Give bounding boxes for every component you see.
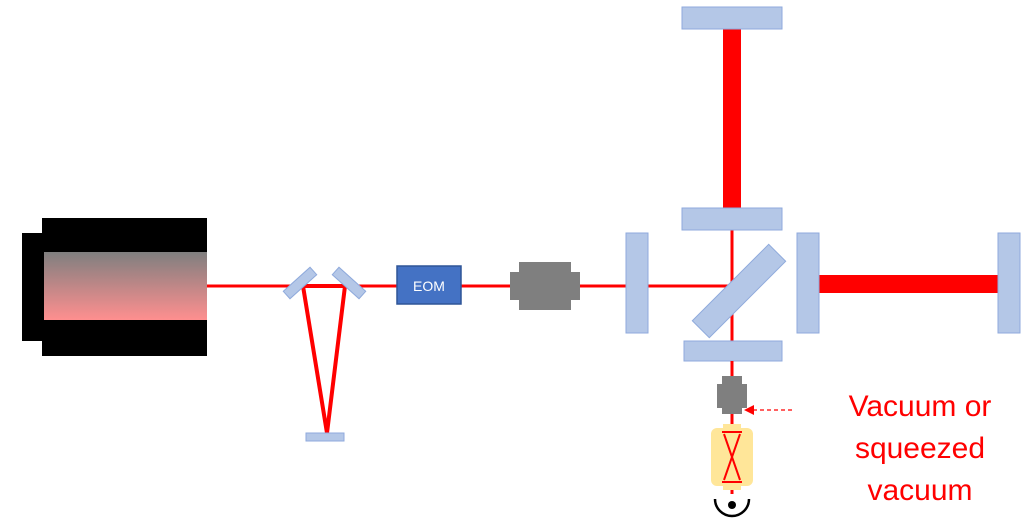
output-isolator [717,376,747,414]
mode-cleaner-mirror-left [282,266,318,300]
squeezed-vacuum-note: Vacuum or squeezed vacuum [849,390,992,507]
east-end-mirror [997,232,1021,334]
photodetector-icon [713,498,751,518]
injection-arrow [744,405,792,415]
eom-label: EOM [413,278,445,294]
east-arm-beam [818,275,1000,293]
input-isolator [510,262,580,310]
note-line-1: Vacuum or [849,390,992,423]
north-input-mirror [681,207,783,231]
laser-source [22,218,207,356]
east-input-mirror [796,232,820,334]
signal-recycling-mirror [683,340,783,362]
mode-cleaner-beam [301,284,347,435]
beam-splitter [691,243,787,339]
output-mode-cleaner [711,424,753,490]
north-arm-beam [723,24,741,210]
north-end-mirror [681,6,783,30]
mode-cleaner-mirror-right [331,266,367,300]
note-line-3: vacuum [867,474,972,507]
power-recycling-mirror [625,232,649,334]
mode-cleaner-mirror-bottom [305,432,345,442]
note-line-2: squeezed [855,432,985,465]
eom-modulator: EOM [396,265,462,305]
